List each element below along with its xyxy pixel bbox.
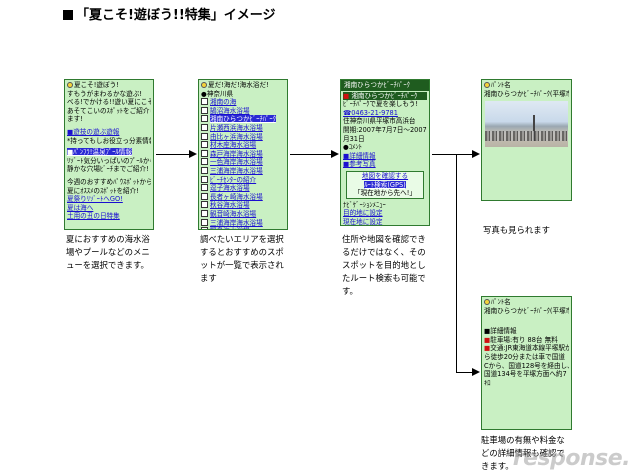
map-box: 地図を確認する ﾙｰﾄ検索(GPS) 「現在地から先へ!」 <box>346 170 424 199</box>
smiley-icon <box>484 82 490 88</box>
beach-link[interactable]: 材木座海水浴場 <box>210 141 257 150</box>
spot-header: 湘南ひらつかﾋﾞｰﾁﾊﾟｰｸ <box>341 80 429 91</box>
beach-link[interactable]: 鵠沼海水浴場 <box>210 106 250 115</box>
arrow-right-icon <box>189 150 197 158</box>
menu-link-info[interactable]: ■遊技の遊ぶ遊報 <box>67 127 120 136</box>
arrow-3-line <box>432 154 473 155</box>
list-marker-icon <box>201 115 208 123</box>
screen-area-list: 夏だ!海だ!海水浴だ! ●神奈川県 湘南の海鵠沼海水浴場湘南ひらつかﾋﾞｰﾁﾊﾟ… <box>198 79 288 230</box>
car-icon: ■ <box>484 335 491 344</box>
photo-link[interactable]: ■参考写真 <box>343 160 376 169</box>
phone-link[interactable]: ☎0463-21-9781 <box>343 108 398 117</box>
caption-2: 調べたいエリアを選択 するとおすすめのスポ ットが一覧で表示され ます <box>200 234 284 283</box>
watermark-logo: response. <box>512 446 631 471</box>
list-marker-icon <box>201 175 208 183</box>
caption-4: 写真も見られます <box>483 225 550 235</box>
beach-list-item[interactable]: 三浦海岸海水浴場 <box>201 218 285 228</box>
menu-link-sea[interactable]: 夏は海へ <box>67 203 94 212</box>
arrow-4-vertical <box>456 154 457 373</box>
detail-link[interactable]: ■詳細情報 <box>343 151 376 160</box>
square-bullet-icon <box>63 10 73 20</box>
list-marker-icon <box>201 141 208 149</box>
arrow-right-icon <box>472 368 480 376</box>
beach-list-item[interactable]: 材木座海水浴場 <box>201 141 285 150</box>
screen-spot-detail: 湘南ひらつかﾋﾞｰﾁﾊﾟｰｸ ■ 湘南ひらつかﾋﾞｰﾁﾊﾟｰｸ ﾋﾞｰﾁﾊﾟｰｸ… <box>340 79 430 226</box>
beach-list-item[interactable]: 三浦海岸海水浴場 <box>201 166 285 176</box>
beach-list-item[interactable]: ﾋﾞｰﾁｾﾝﾀｰの紹介 <box>201 175 285 185</box>
beach-list-item[interactable]: 由比ヶ浜海水浴場 <box>201 132 285 142</box>
beach-link[interactable]: ﾋﾞｰﾁｾﾝﾀｰの紹介 <box>210 175 257 184</box>
screen-photo: ﾊﾟﾝﾄ名 湘南ひらつかﾋﾞｰﾁﾊﾟｰｸ(平塚市) <box>481 79 572 201</box>
list-marker-icon <box>201 218 208 226</box>
beach-list-item[interactable]: 観音崎海水浴場 <box>201 209 285 219</box>
arrow-4-line <box>456 372 473 373</box>
train-icon: ■ <box>484 344 491 353</box>
beach-link[interactable]: 由比ヶ浜海水浴場 <box>210 132 263 141</box>
list-marker-icon <box>201 158 208 166</box>
screen-detail-info: ﾊﾟﾝﾄ名 湘南ひらつかﾋﾞｰﾁﾊﾟｰｸ(平塚市) ■詳細情報 ■駐車場:有り … <box>481 296 572 430</box>
beach-link[interactable]: 長者ヶ崎海水浴場 <box>210 192 263 201</box>
beach-link[interactable]: 野島海水浴場 <box>210 227 250 229</box>
list-marker-icon <box>201 192 208 200</box>
list-marker-icon <box>201 123 208 131</box>
list-marker-icon <box>201 209 208 217</box>
caption-3: 住所や地図を確認でき るだけではなく、その スポットを目的地とし たルート検索も… <box>342 234 426 296</box>
caption-1: 夏におすすめの海水浴 場やプールなどのメニ ューを選択できます。 <box>66 234 150 270</box>
beach-list-item[interactable]: 逗子海水浴場 <box>201 184 285 193</box>
screen-summer-menu: 夏こそ!遊ぼう! すもうがまわるかな遊ぶ! べる!でかける!!遊い夏にこそ あそ… <box>64 79 154 230</box>
arrow-right-icon <box>331 150 339 158</box>
caption-5: 駐車場の有無や料金な どの詳細情報も確認で きます。 <box>481 435 565 471</box>
smiley-icon <box>484 299 490 305</box>
flag-icon: ■ <box>343 91 350 100</box>
beach-list-item[interactable]: 一色海岸海水浴場 <box>201 158 285 167</box>
list-marker-icon <box>201 106 208 114</box>
beach-list-item[interactable]: 鵠沼海水浴場 <box>201 106 285 116</box>
set-destination-link[interactable]: 目的地に設定 <box>343 209 383 218</box>
beach-link[interactable]: 秋谷海水浴場 <box>210 201 250 210</box>
list-marker-icon <box>201 149 208 157</box>
set-current-link[interactable]: 現在地に設定 <box>343 217 383 226</box>
beach-list-item[interactable]: 秋谷海水浴場 <box>201 201 285 210</box>
list-marker-icon <box>201 184 208 192</box>
menu-link-doyo[interactable]: 土用の丑の日特集 <box>67 212 120 221</box>
beach-link[interactable]: 森戸海岸海水浴場 <box>210 149 263 158</box>
arrow-1-line <box>156 154 190 155</box>
beach-photo <box>485 101 568 148</box>
beach-list-item[interactable]: 長者ヶ崎海水浴場 <box>201 192 285 202</box>
beach-link[interactable]: 湘南ひらつかﾋﾞｰﾁﾊﾟｰｸ <box>210 115 276 124</box>
smiley-icon <box>201 82 207 88</box>
map-link[interactable]: 地図を確認する <box>361 171 409 180</box>
beach-link[interactable]: 片瀬西浜海水浴場 <box>210 123 263 132</box>
beach-link[interactable]: 一色海岸海水浴場 <box>210 158 263 167</box>
beach-list-item[interactable]: 湘南の海 <box>201 98 285 107</box>
menu-link-resort[interactable]: 夏祭りﾘｿﾞｰﾄへGO! <box>67 195 123 204</box>
smiley-icon <box>67 82 73 88</box>
beach-list: 湘南の海鵠沼海水浴場湘南ひらつかﾋﾞｰﾁﾊﾟｰｸ片瀬西浜海水浴場由比ヶ浜海水浴場… <box>201 98 285 229</box>
beach-list-item[interactable]: 湘南ひらつかﾋﾞｰﾁﾊﾟｰｸ <box>201 115 285 124</box>
beach-link[interactable]: 三浦海岸海水浴場 <box>210 218 263 227</box>
beach-link[interactable]: 観音崎海水浴場 <box>210 209 257 218</box>
route-search-link[interactable]: ﾙｰﾄ検索(GPS) <box>364 180 406 189</box>
arrow-2-line <box>290 154 332 155</box>
arrow-right-icon <box>472 150 480 158</box>
beach-link[interactable]: 三浦海岸海水浴場 <box>210 166 263 175</box>
page-title: 「夏こそ!遊ぼう!!特集」イメージ <box>63 4 276 23</box>
list-marker-icon <box>201 201 208 209</box>
beach-list-item[interactable]: 野島海水浴場 <box>201 227 285 229</box>
menu-link-pool[interactable]: ■ﾊﾟﾝﾌﾗ!温泉ﾌﾟｰﾙ情報 <box>67 148 132 157</box>
list-marker-icon <box>201 227 208 229</box>
beach-list-item[interactable]: 片瀬西浜海水浴場 <box>201 123 285 133</box>
list-marker-icon <box>201 98 208 106</box>
beach-list-item[interactable]: 森戸海岸海水浴場 <box>201 149 285 159</box>
beach-link[interactable]: 湘南の海 <box>210 98 237 107</box>
list-marker-icon <box>201 132 208 140</box>
list-marker-icon <box>201 166 208 174</box>
beach-link[interactable]: 逗子海水浴場 <box>210 184 250 193</box>
